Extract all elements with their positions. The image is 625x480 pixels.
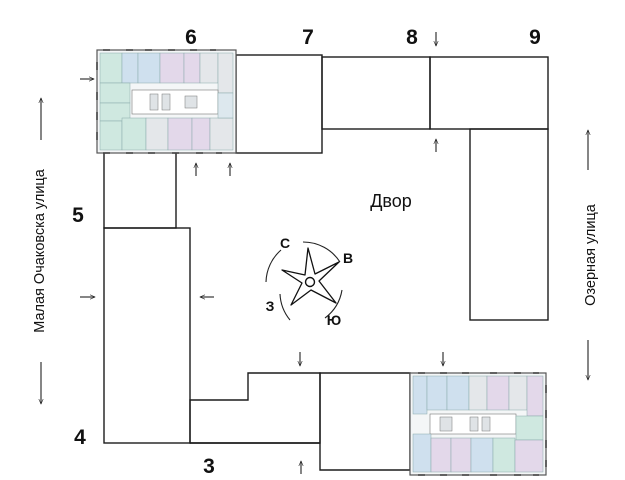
section-number-7: 7	[302, 26, 314, 49]
section-number-9: 9	[529, 26, 541, 49]
section-3-left-block[interactable]	[189, 372, 321, 444]
yard-label: Двор	[370, 191, 412, 211]
section-7-block[interactable]	[235, 54, 323, 154]
compass-star-icon	[281, 247, 340, 306]
building-outlines	[103, 54, 549, 471]
street-label-right: Озерная улица	[583, 203, 599, 306]
section-numbers: 6 7 8 9 5 4 3	[72, 26, 541, 478]
section-number-3: 3	[203, 455, 215, 478]
section-8-block[interactable]	[321, 56, 431, 130]
section-3-floorplan[interactable]	[409, 372, 547, 476]
section-3-right-block[interactable]	[319, 372, 411, 471]
street-arrows	[41, 98, 588, 404]
section-6-floorplan[interactable]	[96, 49, 237, 154]
section-number-8: 8	[406, 26, 418, 49]
section-number-4: 4	[74, 426, 86, 449]
section-4-block[interactable]	[103, 227, 191, 444]
compass-east: В	[343, 250, 353, 266]
compass-rose: С В Ю З	[265, 235, 353, 328]
section-9-wing-block[interactable]	[469, 128, 549, 321]
section-9-top-block[interactable]	[429, 56, 549, 130]
compass-west: З	[266, 298, 275, 314]
compass-south: Ю	[327, 312, 341, 328]
compass-north: С	[280, 235, 290, 251]
section-number-6: 6	[185, 26, 197, 49]
entrance-arrows	[80, 32, 443, 474]
street-label-left: Малая Очаковска улица	[32, 168, 48, 333]
section-5-block[interactable]	[103, 151, 177, 229]
compass-center-icon	[304, 276, 316, 288]
section-number-5: 5	[72, 204, 84, 227]
